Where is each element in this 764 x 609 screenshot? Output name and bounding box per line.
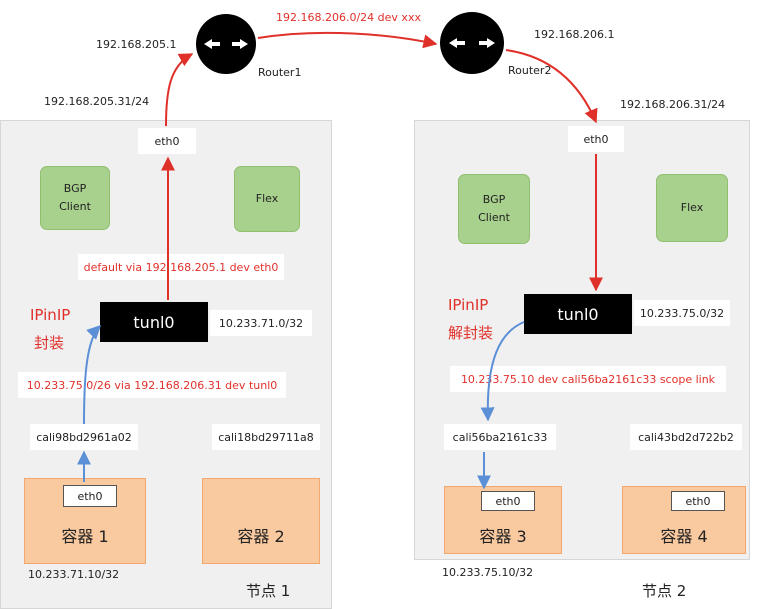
container-4: eth0 容器 4 bbox=[622, 486, 746, 554]
node1-eth0: eth0 bbox=[138, 128, 196, 154]
node1-cali-b: cali18bd29711a8 bbox=[212, 424, 320, 450]
container-3: eth0 容器 3 bbox=[444, 486, 562, 554]
node2-label: 节点 2 bbox=[642, 582, 687, 600]
node1-default-route: default via 192.168.205.1 dev eth0 bbox=[78, 254, 284, 280]
router1-icon bbox=[196, 14, 256, 74]
node1-ipip-line1: IPinIP bbox=[30, 306, 71, 324]
node2-flex: Flex bbox=[656, 174, 728, 242]
node2-eth0: eth0 bbox=[568, 126, 624, 152]
node2-tunl0-ip: 10.233.75.0/32 bbox=[634, 300, 730, 326]
arrow-router1-to-router2 bbox=[257, 31, 438, 49]
router1-ip: 192.168.205.1 bbox=[96, 38, 177, 51]
arrow-router2-to-eth0 bbox=[505, 49, 598, 124]
node2-cali-a: cali56ba2161c33 bbox=[444, 424, 556, 450]
container1-name: 容器 1 bbox=[61, 527, 109, 546]
container-2: 容器 2 bbox=[202, 478, 320, 564]
node1-bgp-line1: BGP bbox=[63, 182, 87, 195]
arrow-eth0-to-router1 bbox=[165, 53, 194, 127]
node2-container-ip: 10.233.75.10/32 bbox=[442, 566, 534, 579]
node1-pod-route: 10.233.75.0/26 via 192.168.206.31 dev tu… bbox=[18, 372, 286, 398]
node2-cali-b: cali43bd2d722b2 bbox=[630, 424, 742, 450]
node2-flex-label: Flex bbox=[680, 201, 704, 214]
node2-bgp-line2: Client bbox=[478, 211, 510, 224]
node2-route: 10.233.75.10 dev cali56ba2161c33 scope l… bbox=[450, 366, 726, 392]
container3-eth0: eth0 bbox=[481, 491, 535, 511]
container3-name: 容器 3 bbox=[479, 527, 527, 546]
container1-eth0: eth0 bbox=[63, 485, 117, 507]
node1-flex-label: Flex bbox=[255, 192, 279, 205]
node1-flex: Flex bbox=[234, 166, 300, 232]
router2-ip: 192.168.206.1 bbox=[534, 28, 615, 41]
container4-name: 容器 4 bbox=[660, 527, 708, 546]
router2-icon bbox=[440, 12, 504, 74]
node1-cali-a: cali98bd2961a02 bbox=[30, 424, 138, 450]
container-1: eth0 容器 1 bbox=[24, 478, 146, 564]
node1-tunl0: tunl0 bbox=[100, 302, 208, 342]
node2-bgp-line1: BGP bbox=[482, 193, 506, 206]
container4-eth0: eth0 bbox=[671, 491, 725, 511]
router2-label: Router2 bbox=[508, 64, 552, 77]
node1-ipip-line2: 封装 bbox=[34, 334, 65, 352]
node2-bgp-client: BGP Client bbox=[458, 174, 530, 244]
node2-tunl0: tunl0 bbox=[524, 294, 632, 334]
node1-bgp-line2: Client bbox=[59, 200, 91, 213]
node1-container-ip: 10.233.71.10/32 bbox=[28, 568, 120, 581]
node1-tunl0-ip: 10.233.71.0/32 bbox=[210, 310, 312, 336]
node2-ipip-line1: IPinIP bbox=[448, 296, 489, 314]
router-link-route: 192.168.206.0/24 dev xxx bbox=[276, 11, 421, 24]
node1-bgp-client: BGP Client bbox=[40, 166, 110, 230]
arrow-cali-to-tunl0 bbox=[83, 325, 101, 425]
node1-label: 节点 1 bbox=[246, 582, 291, 600]
node2-ipip-line2: 解封装 bbox=[448, 324, 494, 342]
arrow-tunl0-to-cali bbox=[480, 321, 525, 422]
node2-ip: 192.168.206.31/24 bbox=[620, 98, 726, 111]
node1-ip: 192.168.205.31/24 bbox=[44, 95, 150, 108]
router1-label: Router1 bbox=[258, 66, 302, 79]
container2-name: 容器 2 bbox=[237, 527, 285, 546]
